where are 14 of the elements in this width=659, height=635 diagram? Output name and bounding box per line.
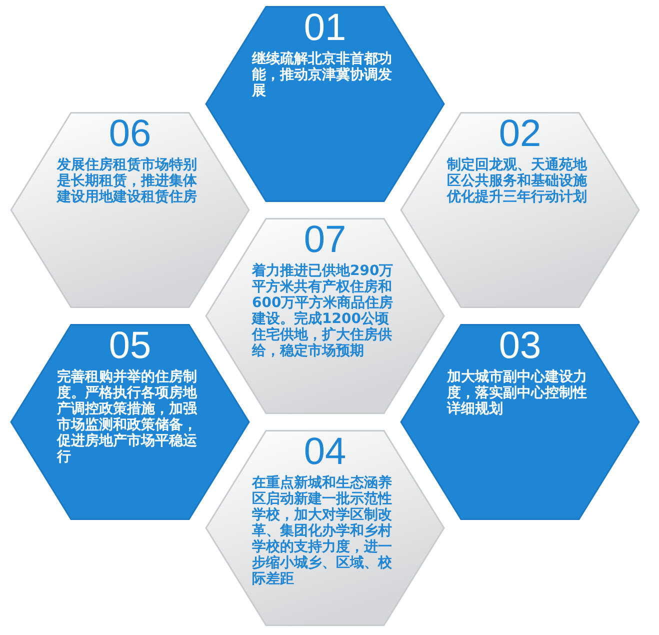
- description-text: 完善租购并举的住房制度。严格执行各项房地产调控政策措施，加强市场监测和政策储备，促进房地产市场平稳运行: [57, 369, 198, 465]
- step-number: 05: [108, 325, 152, 367]
- step-number: 04: [302, 431, 348, 473]
- description-text: 在重点新城和生态涵养区启动新建一批示范性学校，加大对学区制改革、集团化办学和乡村学校的支持力度，进一步缩小城乡、区域、校际差距: [252, 475, 393, 587]
- description-text: 制定回龙观、天通苑地区公共服务和基础设施优化提升三年行动计划: [447, 157, 588, 205]
- step-number: 06: [108, 113, 152, 155]
- step-number: 02: [498, 113, 542, 155]
- description-text: 发展住房租赁市场特别是长期租赁，推进集体建设用地建设租赁住房: [57, 157, 198, 205]
- step-number: 03: [498, 325, 542, 367]
- step-number: 01: [302, 7, 348, 49]
- step-number: 07: [302, 219, 348, 261]
- description-text: 加大城市副中心建设力度，落实副中心控制性详细规划: [447, 369, 588, 417]
- description-text: 着力推进已供地290万平方米共有产权住房和600万平方米商品住房建设。完成1200公顷住宅供地，扩大住房供给，稳定市场预期: [252, 263, 394, 359]
- description-text: 继续疏解北京非首都功能，推动京津冀协调发展: [252, 51, 393, 99]
